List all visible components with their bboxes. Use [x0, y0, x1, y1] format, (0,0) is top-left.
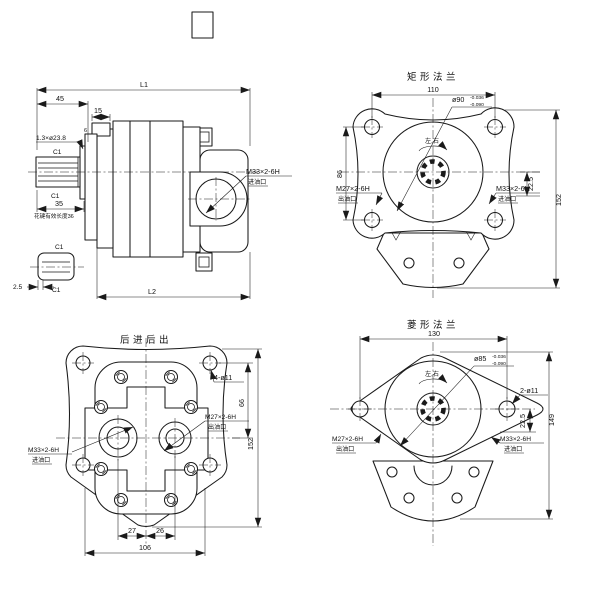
body-arc — [413, 465, 453, 486]
holes-label: 4-ø11 — [214, 373, 232, 382]
dim-2-5: 2.5 — [13, 284, 22, 291]
dim-15: 15 — [94, 106, 102, 115]
inlet-thread: M33×2-6H — [496, 184, 530, 193]
body-hole — [451, 492, 463, 504]
chamfer-c1-bottom: C1 — [51, 193, 60, 200]
side-view-outlines — [35, 120, 249, 272]
rear-bolt-holes — [72, 352, 221, 476]
spline-note: 花键有效长度36 — [34, 212, 74, 220]
pump-body-block — [112, 120, 184, 258]
suction-port-name: 进油口 — [248, 178, 266, 186]
outlet-thread: M27×2-6H — [336, 184, 370, 193]
dim-86: 86 — [335, 170, 344, 178]
rear-view-title: 后进后出 — [120, 334, 172, 346]
inlet-name: 进油口 — [504, 445, 522, 453]
washer-label: 1.3×ø23.8 — [36, 135, 66, 142]
dim-6: 6 — [84, 128, 87, 134]
spigot-tol-lo: -0.090 — [470, 102, 484, 108]
inlet-name: 进油口 — [498, 195, 516, 203]
washer-disc — [79, 145, 86, 200]
chamfer-c1-top: C1 — [53, 149, 62, 156]
side-view-centerlines — [28, 171, 258, 221]
dim-27: 27 — [128, 526, 136, 535]
side-view: L1 45 15 6 1.3×ø23.8 C1 C1 35 花键有效长度36 M… — [13, 11, 292, 301]
spigot-tol-hi: -0.036 — [492, 354, 506, 360]
inlet-thread: M33×2-6H — [28, 447, 59, 454]
front-cover-block — [96, 128, 114, 249]
spigot-tol-lo: -0.090 — [492, 361, 506, 367]
spigot-dia: ø85 — [474, 354, 486, 363]
outlet-name: 出油口 — [336, 445, 354, 453]
rotation-arrow — [418, 141, 448, 152]
chamfer-c1-key-top: C1 — [55, 244, 64, 251]
small-box — [191, 11, 214, 39]
rotation-arrow — [418, 374, 448, 385]
rect-flange-view: 矩形法兰 左,右 110 ø90 -0.036 -0.090 — [335, 71, 563, 298]
dim-106: 106 — [139, 543, 151, 552]
diamond-centerlines — [330, 342, 535, 546]
dim-22-5: 22.5 — [526, 177, 535, 191]
diamond-flange-title: 菱形法兰 — [407, 319, 459, 331]
outlet-thread: M27×2-6H — [205, 414, 236, 421]
body-seams — [129, 120, 151, 258]
dim-l2: L2 — [148, 287, 156, 296]
dim-110: 110 — [427, 85, 438, 94]
spigot-tol-hi: -0.036 — [470, 95, 484, 101]
body-hole — [468, 466, 480, 478]
inlet-thread: M33×2-6H — [500, 436, 531, 443]
dim-35: 35 — [55, 199, 63, 208]
top-boss — [91, 122, 111, 137]
body-hole — [386, 466, 398, 478]
rect-flange-title: 矩形法兰 — [407, 71, 459, 83]
side-view-dimensions: L1 45 15 6 1.3×ø23.8 C1 C1 35 花键有效长度36 M… — [34, 80, 292, 301]
shaft-spline-lines — [38, 157, 79, 187]
rear-dimensions: 4-ø11 66 152 M27×2-6H 出油口 M33×2-6H 进油口 2… — [28, 348, 262, 557]
key-detail-view: C1 C1 2.5 — [13, 244, 84, 294]
rect-flange-centerlines — [340, 98, 540, 298]
outlet-name: 出油口 — [338, 195, 356, 203]
rear-view: 后进后出 4-ø11 — [28, 334, 262, 557]
body-hole — [453, 257, 465, 269]
spigot-dia: ø90 — [452, 95, 464, 104]
clip-marks — [390, 230, 477, 241]
suction-thread-label: M33×2-6H — [246, 167, 280, 176]
dim-130: 130 — [428, 329, 440, 338]
inlet-name: 进油口 — [32, 456, 50, 464]
dim-45: 45 — [56, 94, 64, 103]
body-hole — [403, 492, 415, 504]
diamond-dimensions: 130 ø85 -0.036 -0.090 2-ø11 22.5 149 M27… — [332, 329, 556, 520]
mounting-plate — [84, 133, 98, 241]
rotation-label: 左,右 — [425, 137, 439, 145]
dim-26: 26 — [156, 526, 164, 535]
port-body-cross — [84, 386, 209, 492]
dim-l1: L1 — [140, 80, 148, 89]
dim-149: 149 — [547, 414, 556, 426]
dim-152: 152 — [554, 194, 563, 206]
chamfer-c1-key-bottom: C1 — [52, 287, 61, 294]
diamond-flange-view: 菱形法兰 左,右 130 ø85 -0.036 -0.090 2-ø11 — [330, 319, 556, 546]
bottom-port-boss-inner — [198, 256, 210, 268]
rotation-label: 左,右 — [425, 370, 439, 378]
outlet-thread: M27×2-6H — [332, 436, 363, 443]
dim-152: 152 — [246, 438, 255, 450]
dim-66: 66 — [237, 399, 246, 407]
rect-flange-dimensions: 110 ø90 -0.036 -0.090 86 M27×2-6H 出油口 M3… — [335, 85, 563, 289]
holes-label: 2-ø11 — [520, 386, 538, 395]
body-hole — [403, 257, 415, 269]
outlet-name: 出油口 — [208, 423, 226, 431]
bottom-port-boss — [195, 252, 213, 272]
dim-22-5: 22.5 — [518, 414, 527, 428]
key-section — [37, 252, 75, 281]
bolt-holes — [361, 116, 506, 231]
rear-centerlines — [56, 338, 240, 546]
